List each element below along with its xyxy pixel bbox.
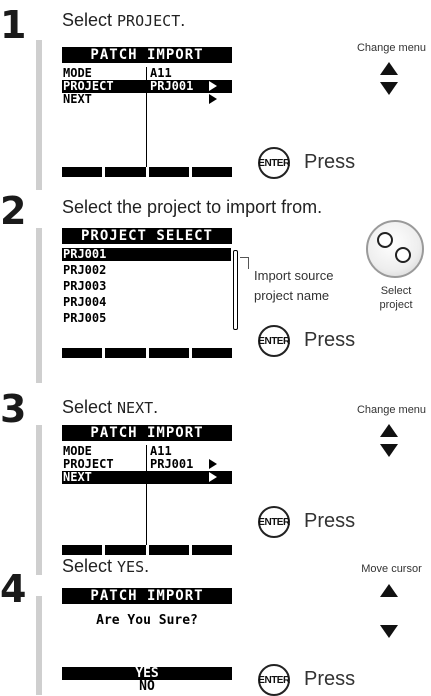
- lcd-title: PROJECT SELECT: [62, 228, 232, 244]
- cursor-up-icon[interactable]: [380, 584, 398, 597]
- callout-line: [248, 257, 249, 269]
- instr-param: PROJECT: [117, 12, 181, 30]
- lcd-title: PATCH IMPORT: [62, 588, 232, 604]
- enter-button-icon[interactable]: ENTER: [258, 506, 290, 538]
- lcd-screen: PATCH IMPORT MODE A11 PROJECT PRJ001 NEX…: [62, 47, 232, 177]
- step-rail: [36, 596, 42, 695]
- confirm-question: Are You Sure?: [96, 613, 198, 628]
- instr-text: .: [153, 397, 159, 417]
- row-key: NEXT: [63, 470, 92, 484]
- cursor-up-icon[interactable]: [380, 424, 398, 437]
- instr-param: NEXT: [117, 399, 154, 417]
- cursor-up-icon[interactable]: [380, 62, 398, 75]
- enter-button-icon[interactable]: ENTER: [258, 147, 290, 179]
- change-menu-label: Change menu: [356, 404, 427, 416]
- scrollbar[interactable]: [233, 250, 238, 330]
- option-yes[interactable]: YES: [62, 667, 232, 680]
- instr-param: YES: [117, 558, 145, 576]
- project-item[interactable]: PRJ005: [63, 311, 107, 325]
- step-rail: [36, 425, 42, 575]
- step-instruction: Select the project to import from.: [62, 197, 323, 217]
- enter-button-icon[interactable]: ENTER: [258, 325, 290, 357]
- step-rail: [36, 228, 42, 383]
- step-number: 1: [0, 3, 27, 47]
- arrow-right-icon: [209, 94, 217, 104]
- change-menu-label: Change menu: [356, 42, 427, 54]
- lcd-divider: [146, 445, 147, 545]
- project-item[interactable]: PRJ002: [63, 263, 107, 277]
- step-rail: [36, 40, 42, 190]
- option-no[interactable]: NO: [139, 679, 155, 694]
- row-value: PRJ001: [150, 457, 194, 471]
- lcd-screen: PATCH IMPORT MODE A11 PROJECT PRJ001 NEX…: [62, 425, 232, 555]
- lcd-title: PATCH IMPORT: [62, 425, 232, 441]
- instr-text: Select: [62, 10, 118, 30]
- arrow-right-icon: [209, 472, 217, 482]
- row-key: NEXT: [63, 92, 92, 106]
- menu-row-next[interactable]: NEXT: [62, 471, 232, 484]
- menu-row-project[interactable]: PROJECT PRJ001: [62, 458, 232, 471]
- lcd-function-bar: [62, 167, 232, 177]
- row-key: PROJECT: [63, 79, 114, 93]
- lcd-title: PATCH IMPORT: [62, 47, 232, 63]
- arrow-right-icon: [209, 459, 217, 469]
- cursor-down-icon[interactable]: [380, 625, 398, 638]
- row-key: PROJECT: [63, 457, 114, 471]
- lcd-screen: PATCH IMPORT Are You Sure? YES NO: [62, 588, 232, 695]
- press-label: Press: [304, 510, 356, 532]
- step-number: 4: [0, 567, 27, 611]
- instr-text: .: [180, 10, 186, 30]
- import-source-callout: Import source project name: [254, 268, 334, 303]
- row-value: A11: [150, 444, 172, 458]
- step-number: 2: [0, 189, 27, 233]
- row-value: PRJ001: [150, 79, 194, 93]
- row-key: MODE: [63, 444, 92, 458]
- instr-text: .: [144, 556, 150, 576]
- menu-row-mode[interactable]: MODE A11: [62, 67, 232, 80]
- step-instruction: Select YES.: [62, 556, 149, 577]
- move-cursor-label: Move cursor: [361, 563, 422, 575]
- enter-button-icon[interactable]: ENTER: [258, 664, 290, 696]
- lcd-function-bar: [62, 348, 232, 358]
- menu-row-mode[interactable]: MODE A11: [62, 445, 232, 458]
- step-instruction: Select NEXT.: [62, 397, 158, 418]
- press-label: Press: [304, 668, 356, 690]
- select-knob-icon[interactable]: [366, 220, 424, 278]
- menu-row-next[interactable]: NEXT: [62, 93, 232, 106]
- callout-line: [240, 257, 248, 258]
- arrow-right-icon: [209, 81, 217, 91]
- row-key: MODE: [63, 66, 92, 80]
- row-value: A11: [150, 66, 172, 80]
- menu-row-project[interactable]: PROJECT PRJ001: [62, 80, 232, 93]
- cursor-down-icon[interactable]: [380, 82, 398, 95]
- lcd-function-bar: [62, 545, 232, 555]
- project-item[interactable]: PRJ001: [62, 248, 231, 261]
- press-label: Press: [304, 329, 356, 351]
- step-instruction: Select PROJECT.: [62, 10, 185, 31]
- project-item[interactable]: PRJ003: [63, 279, 107, 293]
- instr-text: Select: [62, 397, 118, 417]
- step-number: 3: [0, 387, 27, 431]
- cursor-down-icon[interactable]: [380, 444, 398, 457]
- instr-text: Select: [62, 556, 118, 576]
- press-label: Press: [304, 151, 356, 173]
- lcd-screen: PROJECT SELECT PRJ001 PRJ002 PRJ003 PRJ0…: [62, 228, 238, 360]
- project-item[interactable]: PRJ004: [63, 295, 107, 309]
- select-project-label: Select project: [379, 285, 413, 311]
- lcd-divider: [146, 67, 147, 167]
